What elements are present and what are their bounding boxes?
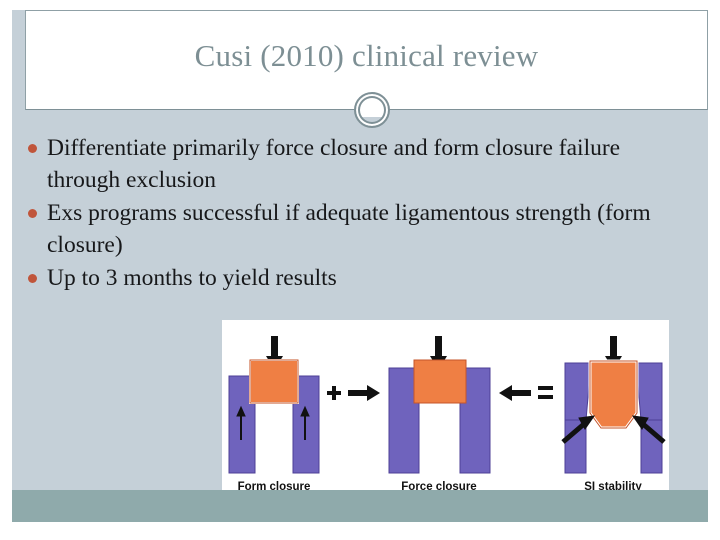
figure-panel-si-stability: SI stability: [561, 336, 666, 493]
reaction-arrow-up-icon: [236, 405, 310, 440]
figure-panel-form-closure: Form closure: [228, 336, 320, 493]
circle-ornament-icon: [354, 92, 390, 128]
figure-image: Form closure: [222, 320, 669, 498]
footer-bar: [12, 490, 708, 522]
operator-equals-icon: [538, 386, 553, 399]
bullet-dot-icon: [28, 274, 37, 283]
list-item: Differentiate primarily force closure an…: [28, 132, 678, 196]
bullet-list: Differentiate primarily force closure an…: [28, 132, 678, 295]
page-title: Cusi (2010) clinical review: [194, 38, 539, 73]
bullet-text: Up to 3 months to yield results: [47, 265, 337, 291]
operator-plus-icon: [327, 386, 341, 400]
bullet-text: Differentiate primarily force closure an…: [47, 135, 621, 193]
compression-arrow-icon: [561, 415, 666, 444]
bullet-dot-icon: [28, 144, 37, 153]
bullet-text: Exs programs successful if adequate liga…: [47, 200, 651, 258]
figure-panel-force-closure: Force closure: [388, 336, 491, 493]
list-item: Exs programs successful if adequate liga…: [28, 197, 678, 261]
operator-arrow-right-icon: [348, 385, 380, 401]
list-item: Up to 3 months to yield results: [28, 262, 678, 294]
operator-arrow-left-icon: [499, 385, 531, 401]
slide-body: Differentiate primarily force closure an…: [12, 117, 708, 498]
bullet-dot-icon: [28, 209, 37, 218]
slide: Cusi (2010) clinical review Differentiat…: [12, 10, 708, 522]
